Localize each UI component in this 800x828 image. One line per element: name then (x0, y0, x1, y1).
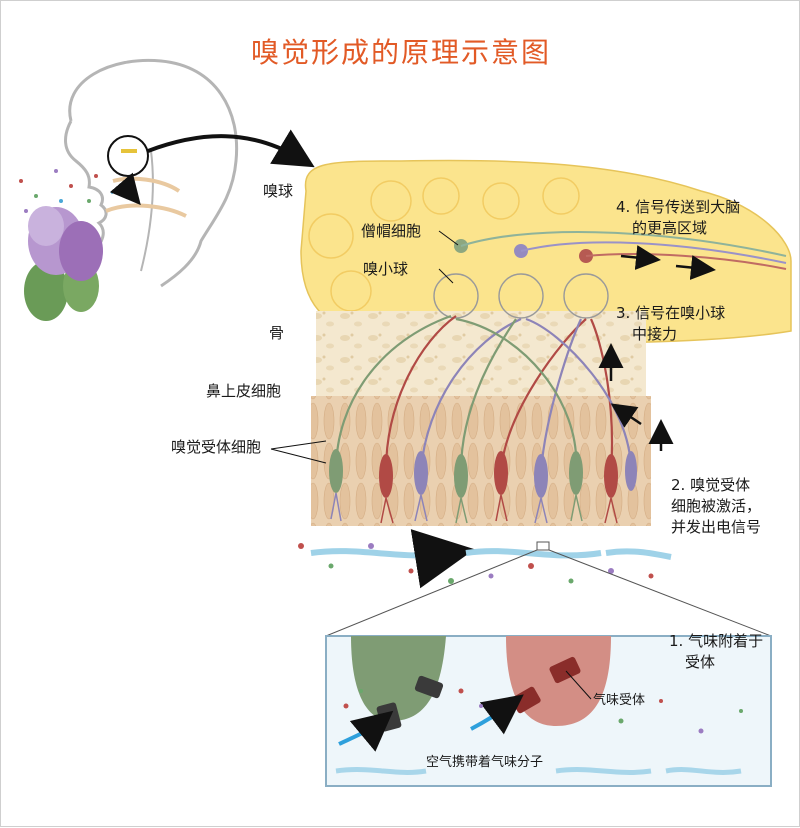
step-2-line3: 并发出电信号 (671, 518, 762, 536)
air-flow-top (298, 529, 672, 589)
label-glomerulus: 嗅小球 (363, 260, 409, 278)
cilia (330, 492, 618, 524)
step-3-line2: 中接力 (632, 325, 678, 343)
label-bone: 骨 (269, 324, 285, 342)
label-odor-receptor: 气味受体 (593, 693, 646, 708)
step-2-line2: 细胞被激活， (671, 497, 762, 515)
step-1: 1. 气味附着于 受体 (669, 631, 763, 673)
receptor-axons (334, 314, 633, 472)
glomeruli (433, 273, 609, 319)
label-olfactory-bulb: 嗅球 (263, 182, 294, 200)
arrow-up-icon (610, 403, 642, 428)
air-flow-inset (335, 767, 742, 775)
step-3-line1: 3. 信号在嗅小球 (616, 304, 726, 322)
zoom-circle (107, 135, 149, 177)
step-1-line1: 1. 气味附着于 (669, 632, 764, 650)
zoom-arrow (147, 129, 315, 168)
step-4: 4. 信号传送到大脑 的更高区域 (616, 197, 740, 239)
lilac-flower-icon (24, 206, 103, 321)
odor-particles-inset (343, 688, 743, 734)
step-1-line2: 受体 (685, 653, 716, 671)
label-receptor-cells: 嗅觉受体细胞 (171, 438, 262, 456)
arrow-right-icon (620, 245, 661, 270)
label-epithelium: 鼻上皮细胞 (206, 382, 282, 400)
step-4-line2: 的更高区域 (632, 219, 708, 237)
label-mitral-cell: 僧帽细胞 (361, 222, 422, 240)
diagram-title: 嗅觉形成的原理示意图 (250, 36, 551, 69)
arrow-right-icon (675, 255, 716, 280)
odor-particles-left (19, 169, 98, 213)
label-air-carries: 空气携带着气味分子 (426, 755, 544, 770)
output-axons (460, 231, 787, 270)
epithelium-layer (311, 396, 651, 526)
receptor-cells (329, 449, 637, 498)
step-3: 3. 信号在嗅小球 中接力 (616, 303, 725, 345)
step-4-line1: 4. 信号传送到大脑 (616, 198, 741, 216)
step-2-line1: 2. 嗅觉受体 (671, 476, 751, 494)
step-2: 2. 嗅觉受体 细胞被激活， 并发出电信号 (671, 475, 761, 538)
